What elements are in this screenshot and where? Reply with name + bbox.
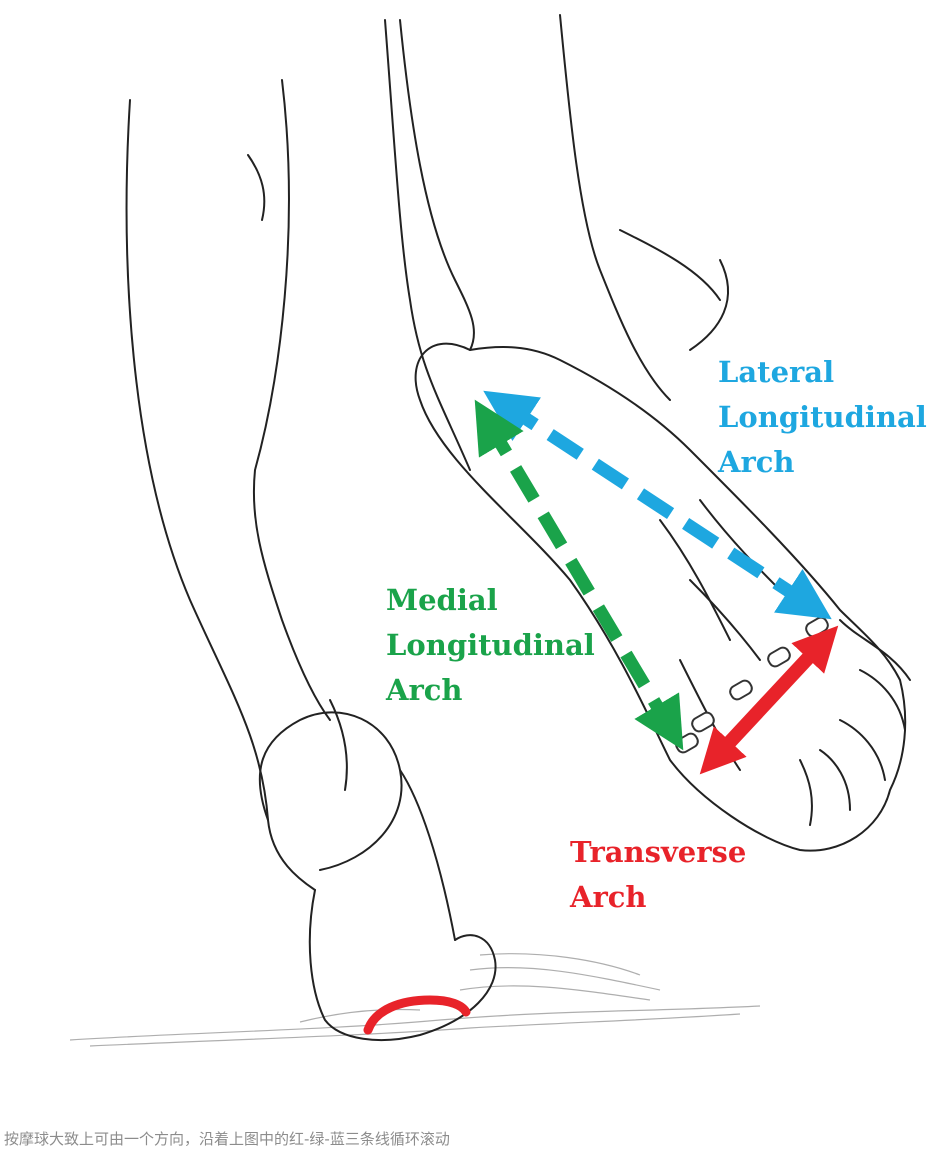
medial-arch-label: Medial Longitudinal Arch (386, 578, 595, 713)
foot-arch-illustration (69, 14, 911, 1047)
medial-arch-label-line2: Longitudinal (386, 628, 595, 662)
standing-leg (125, 19, 497, 1041)
lateral-arch-label-line2: Longitudinal (718, 400, 927, 434)
medial-arch-label-line3: Arch (386, 673, 463, 707)
heel-marker (363, 995, 471, 1035)
figure-caption: 按摩球大致上可由一个方向，沿着上图中的红-绿-蓝三条线循环滚动 (4, 1130, 450, 1148)
transverse-arch-label: Transverse Arch (570, 830, 746, 920)
medial-arch-label-line1: Medial (386, 583, 498, 617)
lateral-arch-label-line1: Lateral (718, 355, 835, 389)
transverse-arch-arrow (699, 625, 839, 775)
transverse-arch-label-line2: Arch (570, 880, 647, 914)
lateral-arch-label-line3: Arch (718, 445, 795, 479)
lateral-arch-label: Lateral Longitudinal Arch (718, 350, 927, 485)
transverse-arch-label-line1: Transverse (570, 835, 747, 869)
medial-arch-arrow (474, 399, 684, 751)
ground-shadow (69, 953, 761, 1047)
metatarsal-bones (675, 616, 829, 754)
